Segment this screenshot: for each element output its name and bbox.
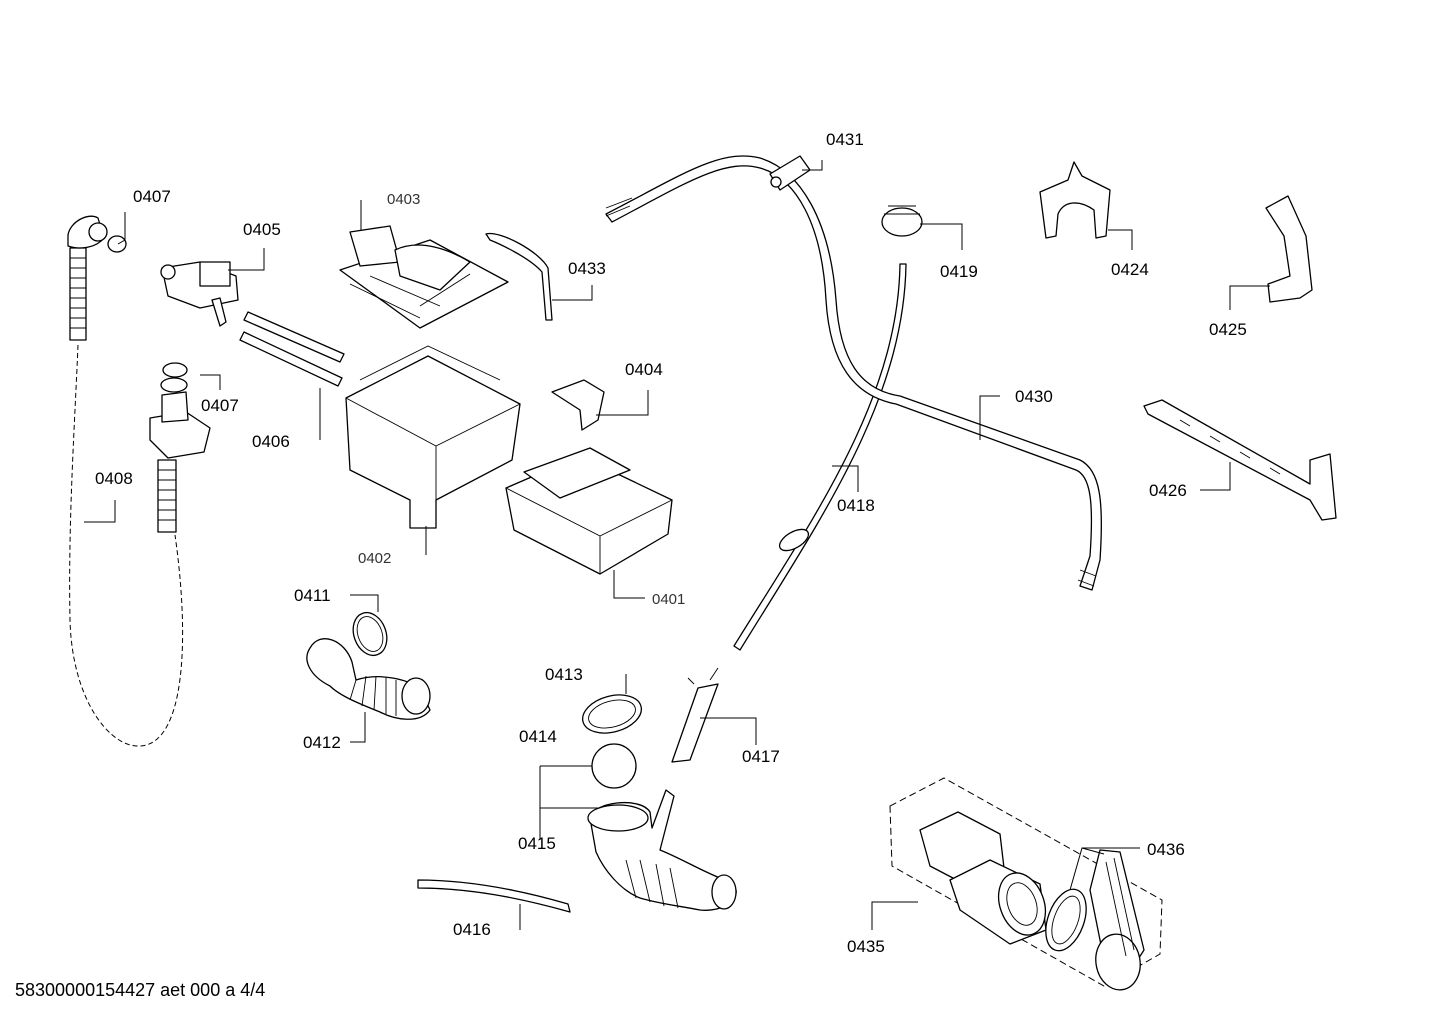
- bracket-part-0424[interactable]: [1039, 161, 1111, 239]
- siphon-cap-part[interactable]: [551, 379, 605, 431]
- bellows-hose-0412[interactable]: [306, 638, 431, 720]
- label-0401[interactable]: 0401: [652, 591, 685, 608]
- float-ball-0414[interactable]: [591, 743, 637, 789]
- label-0406[interactable]: 0406: [252, 432, 290, 451]
- label-0411[interactable]: 0411: [294, 586, 331, 605]
- inlet-hose-part[interactable]: [67, 215, 211, 747]
- label-0419[interactable]: 0419: [940, 262, 978, 281]
- label-0418[interactable]: 0418: [837, 496, 875, 515]
- dispenser-top-part[interactable]: [339, 225, 509, 329]
- label-0426[interactable]: 0426: [1149, 481, 1187, 500]
- label-0407-b[interactable]: 0407: [201, 396, 239, 415]
- label-0417[interactable]: 0417: [742, 747, 780, 766]
- rail-part-0426[interactable]: [1143, 399, 1337, 521]
- label-0412[interactable]: 0412: [303, 733, 341, 752]
- label-0431[interactable]: 0431: [826, 130, 864, 149]
- detergent-drawer-part[interactable]: [505, 447, 673, 575]
- drain-pump-0435[interactable]: [919, 811, 1054, 945]
- leader-lines: [84, 160, 1270, 930]
- seal-ring-0413[interactable]: [578, 689, 645, 739]
- hose-part-0433[interactable]: [485, 232, 553, 321]
- clip-part-0425[interactable]: [1265, 195, 1313, 303]
- label-0424[interactable]: 0424: [1111, 260, 1149, 279]
- label-0425[interactable]: 0425: [1209, 320, 1247, 339]
- label-0408[interactable]: 0408: [95, 469, 133, 488]
- label-0433[interactable]: 0433: [568, 259, 606, 278]
- seal-ring-0411[interactable]: [347, 608, 392, 660]
- label-0435[interactable]: 0435: [847, 937, 885, 956]
- dispenser-housing-part[interactable]: [345, 345, 521, 529]
- label-0403[interactable]: 0403: [387, 191, 420, 208]
- label-0402[interactable]: 0402: [358, 550, 391, 567]
- pump-filter-0436[interactable]: [1089, 849, 1145, 993]
- label-0415[interactable]: 0415: [518, 834, 556, 853]
- pressure-tube-0418[interactable]: [733, 263, 907, 651]
- pressure-switch-0419[interactable]: [881, 205, 923, 237]
- pump-assembly-outline: [889, 777, 1163, 987]
- air-tube-0431[interactable]: [605, 155, 1102, 591]
- label-0413[interactable]: 0413: [545, 665, 583, 684]
- document-id: 58300000154427 aet 000 a 4/4: [15, 980, 266, 1000]
- seal-ring-0407a[interactable]: [107, 235, 127, 253]
- sensor-part-0417[interactable]: [671, 683, 719, 763]
- label-0404[interactable]: 0404: [625, 360, 663, 379]
- label-0405[interactable]: 0405: [243, 220, 281, 239]
- label-0430[interactable]: 0430: [1015, 387, 1053, 406]
- label-0436[interactable]: 0436: [1147, 840, 1185, 859]
- label-0416[interactable]: 0416: [453, 920, 491, 939]
- part-labels: 0407 0405 0403 0433 0407 0408 0406 0404 …: [95, 130, 1247, 956]
- connection-tubes-part[interactable]: [239, 311, 345, 387]
- seal-ring-0436[interactable]: [1038, 884, 1094, 956]
- inlet-valve-part[interactable]: [160, 261, 239, 327]
- label-0407[interactable]: 0407: [133, 187, 171, 206]
- hose-part-0416[interactable]: [417, 879, 571, 913]
- label-0414[interactable]: 0414: [519, 727, 557, 746]
- sump-hose-0415[interactable]: [587, 789, 737, 911]
